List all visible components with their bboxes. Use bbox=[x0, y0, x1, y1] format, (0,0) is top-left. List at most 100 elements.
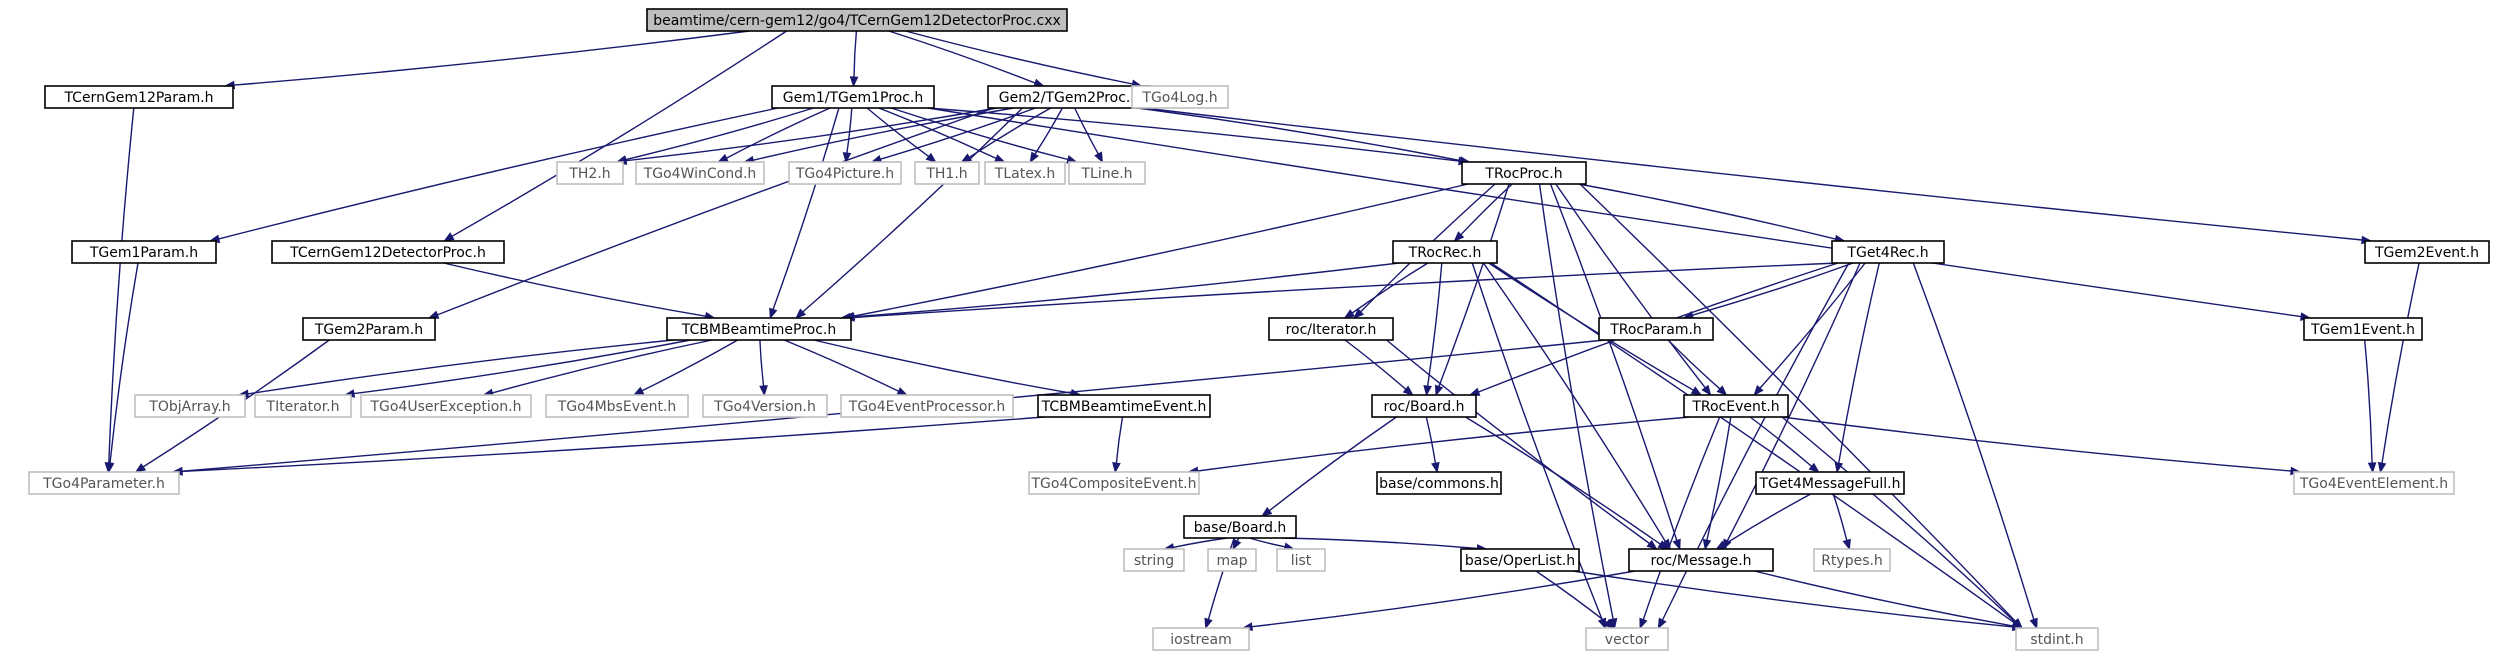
node-get4rec[interactable]: TGet4Rec.h bbox=[1831, 240, 1945, 264]
node-box bbox=[271, 240, 505, 264]
edge-baseoperlist-to-vector bbox=[1535, 570, 1616, 629]
node-label: TGo4Version.h bbox=[713, 399, 816, 415]
node-label: TCernGem12Param.h bbox=[63, 90, 213, 106]
node-label: TRocEvent.h bbox=[1691, 399, 1779, 415]
node-box bbox=[840, 394, 1014, 418]
node-box bbox=[1152, 627, 1250, 651]
node-get4msgfull[interactable]: TGet4MessageFull.h bbox=[1755, 471, 1905, 495]
node-cerndetproc[interactable]: TCernGem12DetectorProc.h bbox=[271, 240, 505, 264]
edge-baseboard-to-iostream bbox=[1204, 537, 1235, 630]
node-box bbox=[2293, 471, 2455, 495]
node-tlatex: TLatex.h bbox=[984, 161, 1066, 185]
node-gem1event[interactable]: TGem1Event.h bbox=[2303, 317, 2423, 341]
edge-gem1proc-to-go4wincond bbox=[717, 107, 831, 163]
node-box bbox=[914, 161, 980, 185]
node-label: TLine.h bbox=[1080, 166, 1132, 182]
node-label: TGo4UserException.h bbox=[369, 399, 521, 415]
node-gem2event[interactable]: TGem2Event.h bbox=[2364, 240, 2490, 264]
node-label: TGo4Picture.h bbox=[795, 166, 894, 182]
node-box bbox=[1831, 240, 1945, 264]
node-label: Gem2/TGem2Proc.h bbox=[999, 90, 1140, 106]
node-box bbox=[1207, 548, 1257, 572]
node-box bbox=[1585, 627, 1669, 651]
edge-gem2proc-to-tline bbox=[1074, 107, 1104, 164]
edge-rocevent-to-go4composite bbox=[1187, 416, 1691, 476]
node-box bbox=[788, 161, 902, 185]
edge-rociter-to-rocboard bbox=[1344, 339, 1414, 396]
node-box bbox=[134, 394, 246, 418]
node-cernparam[interactable]: TCernGem12Param.h bbox=[44, 85, 234, 109]
edge-get4rec-to-get4msgfull bbox=[1834, 262, 1880, 474]
edge-rocevent-to-vector bbox=[1639, 416, 1721, 630]
edge-cernparam-to-go4parameter bbox=[104, 107, 135, 474]
node-box bbox=[1028, 471, 1200, 495]
node-rocparam[interactable]: TRocParam.h bbox=[1598, 317, 1714, 341]
node-label: TGem1Param.h bbox=[89, 245, 198, 261]
node-tline: TLine.h bbox=[1068, 161, 1146, 185]
node-label: TIterator.h bbox=[266, 399, 340, 415]
edge-rocevent-to-get4msgfull bbox=[1749, 416, 1820, 473]
edge-rocproc-to-rocmessage bbox=[1549, 183, 1681, 551]
node-label: TLatex.h bbox=[994, 166, 1055, 182]
node-label: TGem2Param.h bbox=[314, 322, 423, 338]
node-label: string bbox=[1134, 553, 1174, 569]
edge-gem1param-to-go4parameter bbox=[105, 262, 139, 474]
edge-cbmevent-to-go4composite bbox=[1112, 416, 1124, 474]
node-main[interactable]: beamtime/cern-gem12/go4/TCernGem12Detect… bbox=[646, 8, 1068, 32]
node-gem1proc[interactable]: Gem1/TGem1Proc.h bbox=[771, 85, 935, 109]
edge-rocproc-to-rocevent bbox=[1555, 183, 1712, 397]
node-cbmevent[interactable]: TCBMBeamtimeEvent.h bbox=[1037, 394, 1211, 418]
node-go4picture: TGo4Picture.h bbox=[788, 161, 902, 185]
node-box bbox=[646, 8, 1068, 32]
node-th2: TH2.h bbox=[556, 161, 624, 185]
node-box bbox=[1183, 515, 1297, 539]
node-box bbox=[1371, 394, 1477, 418]
node-go4eventelem: TGo4EventElement.h bbox=[2293, 471, 2455, 495]
node-rociter[interactable]: roc/Iterator.h bbox=[1268, 317, 1394, 341]
node-rocevent[interactable]: TRocEvent.h bbox=[1683, 394, 1789, 418]
node-rocmessage[interactable]: roc/Message.h bbox=[1628, 548, 1774, 572]
node-label: Gem1/TGem1Proc.h bbox=[783, 90, 924, 106]
node-rocproc[interactable]: TRocProc.h bbox=[1461, 161, 1587, 185]
node-go4mbsevent: TGo4MbsEvent.h bbox=[545, 394, 689, 418]
edge-rocrec-to-stdint bbox=[1490, 262, 2024, 629]
edge-cbmevent-to-go4parameter bbox=[171, 416, 1045, 476]
node-label: TGo4EventProcessor.h bbox=[848, 399, 1005, 415]
edge-cbmproc-to-go4eventproc bbox=[783, 339, 909, 396]
node-gem2proc[interactable]: Gem2/TGem2Proc.h bbox=[987, 85, 1151, 109]
edge-gem1proc-to-go4picture bbox=[842, 107, 853, 164]
node-iostream: iostream bbox=[1152, 627, 1250, 651]
node-label: TCernGem12DetectorProc.h bbox=[289, 245, 486, 261]
edge-rocrec-to-rociter bbox=[1343, 262, 1429, 319]
node-label: TGo4Parameter.h bbox=[42, 476, 165, 492]
node-label: stdint.h bbox=[2030, 632, 2083, 648]
node-label: TH2.h bbox=[568, 166, 610, 182]
node-list: list bbox=[1276, 548, 1326, 572]
node-go4version: TGo4Version.h bbox=[702, 394, 828, 418]
edges-layer bbox=[104, 30, 2420, 632]
node-label: base/commons.h bbox=[1379, 476, 1499, 492]
node-gem1param[interactable]: TGem1Param.h bbox=[71, 240, 217, 264]
node-go4composite: TGo4CompositeEvent.h bbox=[1028, 471, 1200, 495]
node-gem2param[interactable]: TGem2Param.h bbox=[302, 317, 436, 341]
node-cbmproc[interactable]: TCBMBeamtimeProc.h bbox=[666, 317, 852, 341]
node-rtypes: Rtypes.h bbox=[1813, 548, 1891, 572]
node-label: TGo4WinCond.h bbox=[643, 166, 757, 182]
node-baseoperlist[interactable]: base/OperList.h bbox=[1460, 548, 1580, 572]
node-rocrec[interactable]: TRocRec.h bbox=[1392, 240, 1498, 264]
node-box bbox=[2015, 627, 2099, 651]
edge-rocboard-to-baseboard bbox=[1261, 416, 1397, 517]
node-basecommons[interactable]: base/commons.h bbox=[1376, 471, 1502, 495]
edge-cbmproc-to-tobjarray bbox=[237, 339, 674, 399]
edge-rocboard-to-basecommons bbox=[1425, 416, 1440, 474]
node-rocboard[interactable]: roc/Board.h bbox=[1371, 394, 1477, 418]
edge-rocparam-to-rocevent bbox=[1667, 339, 1728, 396]
node-box bbox=[545, 394, 689, 418]
edge-rocproc-to-cbmproc bbox=[843, 183, 1469, 321]
node-box bbox=[984, 161, 1066, 185]
edge-main-to-gem2proc bbox=[888, 30, 1045, 87]
node-baseboard[interactable]: base/Board.h bbox=[1183, 515, 1297, 539]
node-label: TGet4Rec.h bbox=[1846, 245, 1928, 261]
edge-main-to-cernparam bbox=[223, 30, 750, 90]
